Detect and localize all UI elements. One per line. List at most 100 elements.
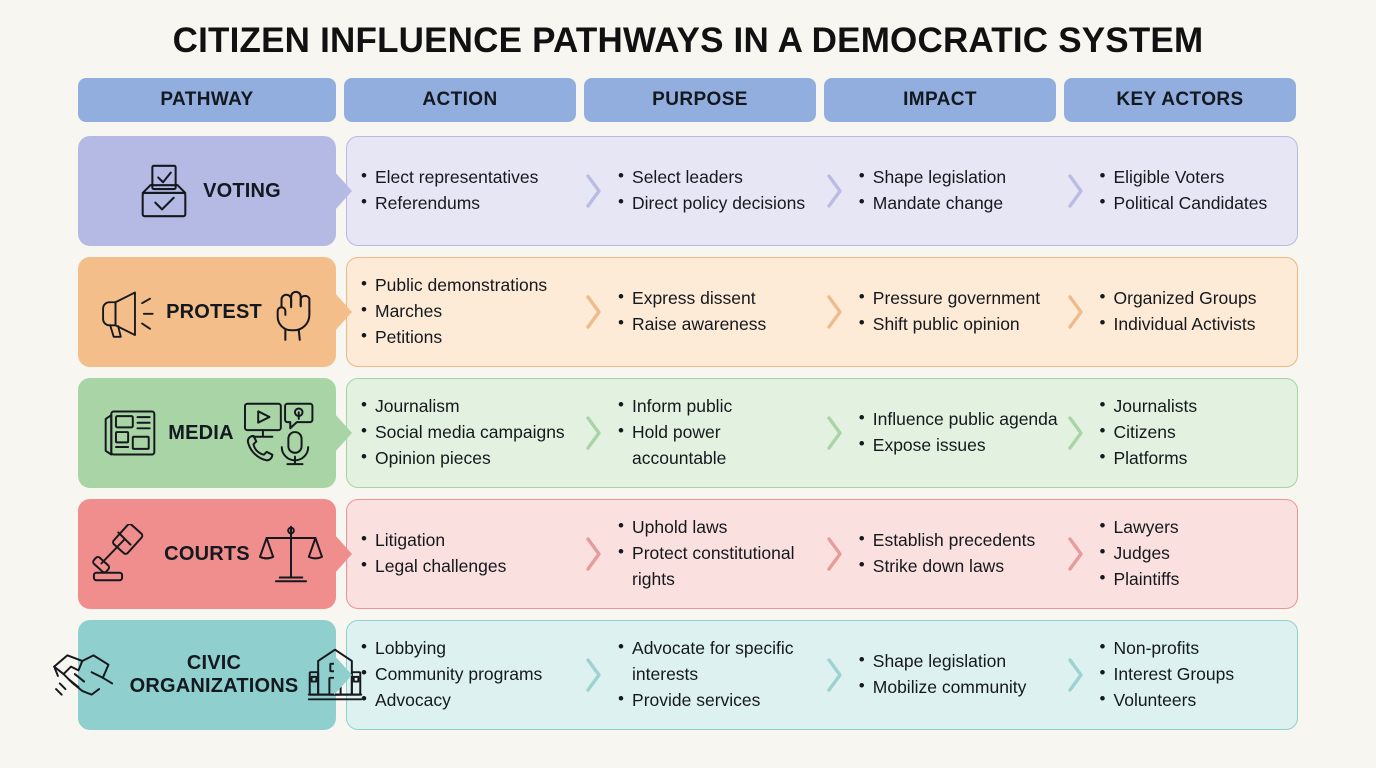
bullet-item: Volunteers bbox=[1100, 687, 1235, 714]
cell-purpose: Inform publicHold power accountable bbox=[604, 393, 823, 471]
chevron-right-icon bbox=[1067, 174, 1083, 208]
megaphone-icon bbox=[96, 285, 158, 339]
bullet-item: Shift public opinion bbox=[859, 311, 1040, 338]
pathway-label: MEDIA bbox=[168, 421, 234, 444]
pathway-content-band: LitigationLegal challenges Uphold lawsPr… bbox=[346, 498, 1298, 609]
cell-action: Elect representativesReferendums bbox=[347, 164, 582, 217]
bullet-item: Select leaders bbox=[618, 164, 805, 191]
chevron-right-icon bbox=[1067, 416, 1083, 450]
bullet-item: Advocate for specific interests bbox=[618, 635, 819, 687]
action-list: Elect representativesReferendums bbox=[359, 164, 538, 217]
pathway-arrow-tip bbox=[334, 533, 352, 574]
pathway-label: COURTS bbox=[164, 542, 250, 565]
chevron-action-to-purpose bbox=[582, 413, 604, 453]
actors-list: LawyersJudgesPlaintiffs bbox=[1098, 514, 1180, 593]
pathway-arrow-tip bbox=[334, 170, 352, 211]
bullet-item: Platforms bbox=[1100, 445, 1198, 472]
bullet-item: Individual Activists bbox=[1100, 311, 1257, 338]
column-header-label: PURPOSE bbox=[652, 88, 748, 110]
handshake-icon bbox=[50, 646, 122, 704]
bullet-item: Hold power accountable bbox=[618, 419, 819, 471]
pathway-chip-civic organizations[interactable]: CIVIC ORGANIZATIONS bbox=[52, 619, 363, 730]
bullet-item: Pressure government bbox=[859, 285, 1040, 312]
chevron-impact-to-actors bbox=[1064, 292, 1086, 332]
action-list: LitigationLegal challenges bbox=[359, 527, 506, 579]
chevron-right-icon bbox=[586, 295, 601, 329]
pathway-label: PROTEST bbox=[166, 300, 262, 323]
ballot-box-icon bbox=[133, 160, 195, 222]
cell-action: Public demonstrationsMarchesPetitions bbox=[347, 272, 582, 350]
actors-list: Eligible VotersPolitical Candidates bbox=[1098, 164, 1268, 217]
chevron-right-icon bbox=[1067, 658, 1083, 692]
cell-key-actors: LawyersJudgesPlaintiffs bbox=[1086, 514, 1298, 593]
pathway-content-band: Elect representativesReferendums Select … bbox=[346, 135, 1298, 246]
chevron-impact-to-actors bbox=[1064, 171, 1086, 211]
impact-list: Shape legislationMobilize community bbox=[857, 648, 1027, 701]
pathway-row: VOTING Elect representativesReferendums … bbox=[78, 135, 1298, 246]
chevron-action-to-purpose bbox=[582, 171, 604, 211]
bullet-item: Raise awareness bbox=[618, 311, 766, 338]
bullet-item: Political Candidates bbox=[1100, 190, 1268, 217]
bullet-item: Establish precedents bbox=[859, 527, 1036, 554]
newspaper-icon bbox=[100, 404, 160, 462]
pathway-chip-voting[interactable]: VOTING bbox=[78, 135, 352, 246]
column-header-label: KEY ACTORS bbox=[1116, 88, 1244, 110]
cell-purpose: Advocate for specific interestsProvide s… bbox=[604, 635, 823, 713]
purpose-list: Advocate for specific interestsProvide s… bbox=[616, 635, 819, 713]
cell-key-actors: Non-profitsInterest GroupsVolunteers bbox=[1086, 635, 1298, 714]
cell-impact: Establish precedentsStrike down laws bbox=[845, 527, 1064, 579]
bullet-item: Elect representatives bbox=[361, 164, 538, 191]
bullet-item: Litigation bbox=[361, 527, 506, 554]
cell-action: JournalismSocial media campaignsOpinion … bbox=[347, 393, 582, 472]
cell-action: LobbyingCommunity programsAdvocacy bbox=[347, 635, 582, 714]
pathway-chip-media[interactable]: MEDIA bbox=[78, 377, 352, 488]
chevron-right-icon bbox=[1067, 295, 1083, 329]
cell-impact: Shape legislationMandate change bbox=[845, 164, 1064, 216]
cell-purpose: Express dissentRaise awareness bbox=[604, 285, 823, 338]
chevron-impact-to-actors bbox=[1064, 655, 1086, 695]
bullet-item: Marches bbox=[361, 298, 547, 325]
chevron-purpose-to-impact bbox=[823, 413, 845, 453]
chevron-right-icon bbox=[827, 416, 842, 450]
bullet-item: Social media campaigns bbox=[361, 419, 565, 446]
bullet-item: Referendums bbox=[361, 190, 538, 217]
chevron-action-to-purpose bbox=[582, 292, 604, 332]
bullet-item: Organized Groups bbox=[1100, 285, 1257, 312]
pathway-chip-protest[interactable]: PROTEST bbox=[78, 256, 352, 367]
chevron-right-icon bbox=[827, 174, 842, 208]
column-header-action: ACTION bbox=[344, 77, 576, 122]
bullet-item: Eligible Voters bbox=[1100, 164, 1268, 191]
cell-impact: Pressure governmentShift public opinion bbox=[845, 285, 1064, 338]
purpose-list: Select leadersDirect policy decisions bbox=[616, 164, 805, 216]
cell-impact: Shape legislationMobilize community bbox=[845, 648, 1064, 701]
pathway-rows: VOTING Elect representativesReferendums … bbox=[0, 122, 1376, 730]
bullet-item: Plaintiffs bbox=[1100, 566, 1180, 593]
pathway-chip-courts[interactable]: COURTS bbox=[78, 498, 352, 609]
pathway-arrow-tip bbox=[334, 412, 352, 453]
bullet-item: Opinion pieces bbox=[361, 445, 565, 472]
broadcast-media-icon bbox=[242, 400, 314, 466]
bullet-item: Journalists bbox=[1100, 393, 1198, 420]
impact-list: Influence public agendaExpose issues bbox=[857, 406, 1058, 458]
chevron-action-to-purpose bbox=[582, 655, 604, 695]
pathway-content-band: JournalismSocial media campaignsOpinion … bbox=[346, 377, 1298, 488]
pathway-content-band: Public demonstrationsMarchesPetitions Ex… bbox=[346, 256, 1298, 367]
cell-key-actors: Eligible VotersPolitical Candidates bbox=[1086, 164, 1298, 217]
cell-impact: Influence public agendaExpose issues bbox=[845, 406, 1064, 458]
bullet-item: Shape legislation bbox=[859, 164, 1006, 191]
bullet-item: Influence public agenda bbox=[859, 406, 1058, 433]
actors-list: JournalistsCitizensPlatforms bbox=[1098, 393, 1198, 472]
bullet-item: Inform public bbox=[618, 393, 819, 420]
column-header-label: IMPACT bbox=[903, 88, 977, 110]
purpose-list: Uphold lawsProtect constitutional rights bbox=[616, 514, 819, 592]
action-list: LobbyingCommunity programsAdvocacy bbox=[359, 635, 542, 714]
chevron-purpose-to-impact bbox=[823, 534, 845, 574]
chevron-right-icon bbox=[586, 658, 601, 692]
bullet-item: Mobilize community bbox=[859, 674, 1027, 701]
pathway-content-band: LobbyingCommunity programsAdvocacy Advoc… bbox=[346, 619, 1298, 730]
column-header-pathway: PATHWAY bbox=[78, 77, 336, 122]
bullet-item: Advocacy bbox=[361, 687, 542, 714]
cell-key-actors: JournalistsCitizensPlatforms bbox=[1086, 393, 1298, 472]
cell-action: LitigationLegal challenges bbox=[347, 527, 582, 579]
